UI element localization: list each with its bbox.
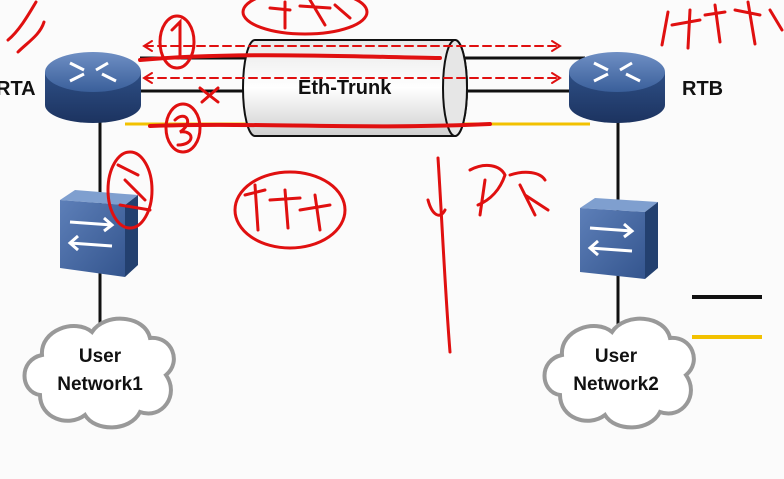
user-network2-line1: User	[594, 346, 638, 367]
user-network1-label: User Network1	[30, 343, 170, 399]
eth-trunk-tube	[242, 39, 468, 137]
handwritten-annotations	[6, 0, 784, 354]
user-network2-line2: Network2	[573, 374, 659, 395]
user-network1-line1: User	[78, 346, 122, 367]
user-network2-label: User Network2	[546, 343, 686, 399]
switch-left	[60, 190, 138, 277]
user-network1-line2: Network1	[57, 374, 143, 395]
rtb-label: RTB	[682, 78, 724, 100]
router-rta	[45, 52, 141, 123]
router-rtb	[569, 52, 665, 123]
eth-trunk-label: Eth-Trunk	[298, 77, 392, 99]
rta-label: RTA	[0, 78, 36, 100]
cloud-user-network1	[22, 316, 176, 430]
cloud-user-network2	[542, 316, 696, 430]
switch-right	[580, 198, 658, 279]
